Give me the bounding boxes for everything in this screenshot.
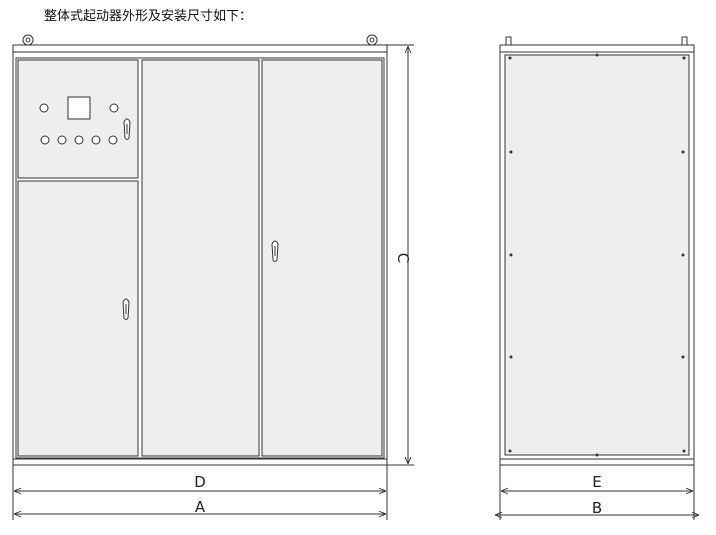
side-top-cap [499, 44, 695, 53]
right-door-handle-icon [271, 240, 279, 262]
side-base-plinth [499, 458, 695, 466]
indicator-light-right [109, 103, 119, 113]
dimension-a-label: A [195, 498, 206, 516]
display-window [67, 96, 91, 120]
lifting-eye-left [22, 34, 34, 46]
lifting-eye-right [366, 34, 378, 46]
control-button-4 [91, 135, 101, 145]
right-door [261, 59, 383, 457]
base-plinth [12, 458, 388, 466]
dimension-d-label: D [194, 473, 206, 491]
indicator-light-left [39, 103, 49, 113]
dimension-b-label: B [592, 499, 602, 517]
lower-left-door [17, 180, 139, 457]
side-panel-screws [508, 53, 686, 457]
control-button-3 [74, 135, 84, 145]
dimension-c [387, 44, 414, 466]
side-panel-inner [504, 54, 690, 456]
side-lug-left [505, 36, 512, 46]
side-view [499, 36, 695, 466]
side-lug-right [681, 36, 688, 46]
lower-left-door-handle-icon [122, 298, 130, 320]
diagram-caption: 整体式起动器外形及安装尺寸如下： [44, 9, 253, 24]
control-button-2 [57, 135, 67, 145]
dimension-e [499, 465, 695, 520]
dimension-c-label: C [394, 253, 412, 263]
control-button-1 [40, 135, 50, 145]
control-button-5 [108, 135, 118, 145]
middle-door [141, 59, 260, 457]
dimension-d [12, 465, 388, 520]
front-view [12, 34, 388, 466]
control-panel-handle-icon [123, 118, 131, 140]
top-cap [12, 44, 388, 53]
dimension-e-label: E [592, 473, 601, 491]
cabinet-inner-frame [15, 57, 385, 459]
